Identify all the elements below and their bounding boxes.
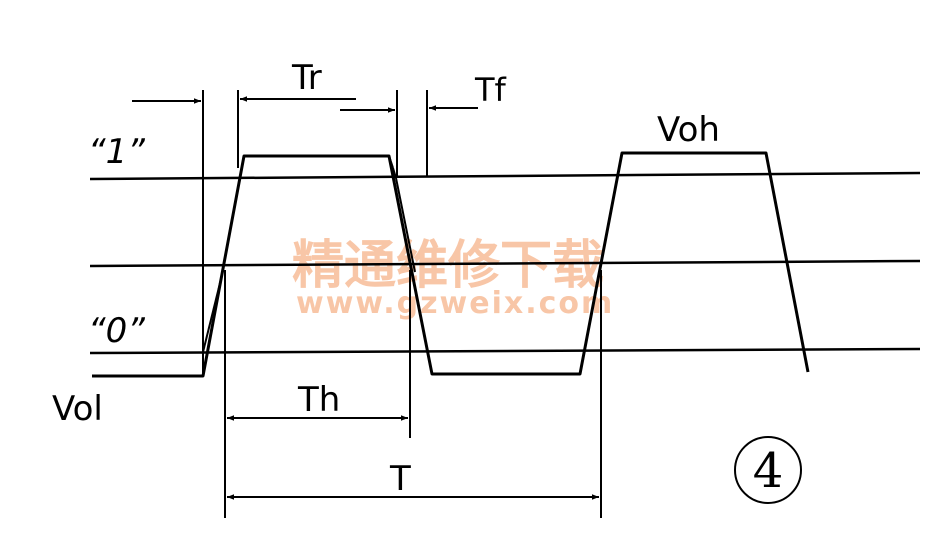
fall-time-label: Tf [474,71,507,109]
rise-time-label: Tr [291,58,322,98]
logic-0-label: “0” [88,311,145,351]
rise-edge-inner-line [202,274,223,353]
level-1-threshold-line [89,171,921,181]
figure-number-circle [734,436,802,504]
figure-number-text: 4 [753,443,784,499]
logic-1-label: “1” [88,132,145,172]
top-step-line [388,155,394,169]
voh-label: Voh [657,110,720,150]
signal-waveform [92,151,810,378]
mid-threshold-line [89,259,921,268]
level-0-threshold-line [89,347,921,355]
figure-number-badge: 4 [734,436,802,504]
fall-edge-inner-line [392,167,416,273]
period-label: T [389,459,411,499]
watermark-line2: www.gzweix.com [296,286,614,321]
vol-label: Vol [52,389,103,429]
high-time-label: Th [297,380,340,420]
